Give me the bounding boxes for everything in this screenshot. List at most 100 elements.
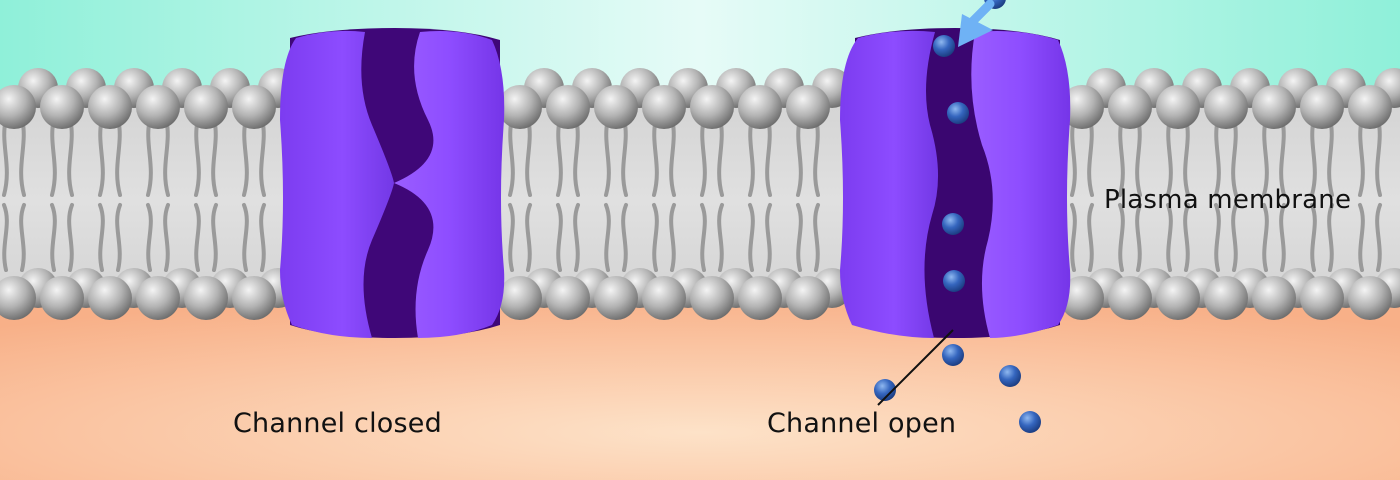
lipid-head [88, 85, 132, 129]
lipid-tail [813, 116, 820, 197]
closed-channel-left-half [280, 30, 394, 338]
lipid-tail [242, 116, 249, 197]
lipid-head [88, 276, 132, 320]
lipid-head [232, 276, 276, 320]
lipid-tail [67, 203, 74, 272]
lipid-tail [1087, 116, 1094, 197]
ion [1019, 411, 1041, 433]
lipid-head [546, 276, 590, 320]
lipid-tail [1118, 203, 1125, 272]
lipid-tail [1135, 203, 1142, 272]
lipid-tail [50, 116, 57, 197]
lipid-tail [1358, 116, 1365, 197]
lipid-head [1060, 85, 1104, 129]
lipid-tail [1166, 203, 1173, 272]
lipid-tail [98, 116, 105, 197]
lipid-tail [1214, 203, 1221, 272]
lipid-tail [1327, 203, 1334, 272]
lipid-tail [1327, 116, 1334, 197]
lipid-tail [19, 116, 26, 197]
lipid-tail [67, 116, 74, 197]
lipid-tail [1135, 116, 1142, 197]
ion [942, 213, 964, 235]
lipid-tail [163, 203, 170, 272]
lipid-head [1060, 276, 1104, 320]
lipid-head [690, 276, 734, 320]
lipid-head [0, 276, 36, 320]
lipid-head [1348, 85, 1392, 129]
open-channel-right-half [971, 31, 1071, 338]
lipid-head [498, 276, 542, 320]
lipid-tail [259, 116, 266, 197]
lipid-tail [765, 116, 772, 197]
lipid-head [1252, 276, 1296, 320]
lipid-tail [669, 203, 676, 272]
ion [933, 35, 955, 57]
lipid-tail [1070, 203, 1077, 272]
plasma-membrane-label: Plasma membrane [1104, 185, 1352, 215]
lipid-tail [211, 116, 218, 197]
lipid-tail [765, 203, 772, 272]
lipid-head [738, 276, 782, 320]
lipid-tail [508, 116, 515, 197]
lipid-head [40, 85, 84, 129]
lipid-tail [669, 116, 676, 197]
lipid-tail [556, 203, 563, 272]
lipid-tail [573, 116, 580, 197]
lipid-tail [146, 203, 153, 272]
channel-open [840, 28, 1071, 338]
lipid-tail [1279, 116, 1286, 197]
arrow-shaft [967, 0, 995, 27]
lipid-head [1108, 276, 1152, 320]
lipid-tail [573, 203, 580, 272]
lipid-tail [115, 116, 122, 197]
lipid-tail [1183, 116, 1190, 197]
lipid-tail [796, 203, 803, 272]
lipid-tail [748, 116, 755, 197]
lipid-tail [1166, 116, 1173, 197]
lipid-head [594, 276, 638, 320]
lipid-head [642, 276, 686, 320]
lipid-head [136, 85, 180, 129]
lipid-tail [652, 203, 659, 272]
lipid-head [40, 276, 84, 320]
intracellular-space [0, 290, 1400, 480]
lipid-tail [813, 203, 820, 272]
lipid-tail [1183, 203, 1190, 272]
lipid-tail [508, 203, 515, 272]
lipid-head [1108, 85, 1152, 129]
lipid-head [1252, 85, 1296, 129]
lipid-head [1204, 276, 1248, 320]
lipid-tail [525, 116, 532, 197]
ion-flow-arrow [958, 0, 995, 47]
lipid-tail [652, 116, 659, 197]
lipid-bilayer [0, 68, 1400, 320]
ions [874, 0, 1041, 433]
lipid-tail [717, 203, 724, 272]
lipid-head [184, 276, 228, 320]
closed-channel-right-half [394, 31, 505, 338]
lipid-head [786, 276, 830, 320]
lipid-tail [146, 116, 153, 197]
ion [999, 365, 1021, 387]
lipid-head [1300, 276, 1344, 320]
lipid-tail [1262, 116, 1269, 197]
lipid-head [1156, 276, 1200, 320]
lipid-tail [1358, 203, 1365, 272]
lipid-tail [604, 116, 611, 197]
lipid-tail [1310, 116, 1317, 197]
lipid-tail [1310, 203, 1317, 272]
lipid-head [184, 85, 228, 129]
lipid-tail [115, 203, 122, 272]
arrow-head [958, 14, 993, 47]
lipid-tail [604, 203, 611, 272]
lipid-tail [1375, 116, 1382, 197]
lipid-head [594, 85, 638, 129]
lipid-tail [621, 203, 628, 272]
lipid-tail [748, 203, 755, 272]
lipid-tail [621, 116, 628, 197]
lipid-head [738, 85, 782, 129]
ion [947, 102, 969, 124]
